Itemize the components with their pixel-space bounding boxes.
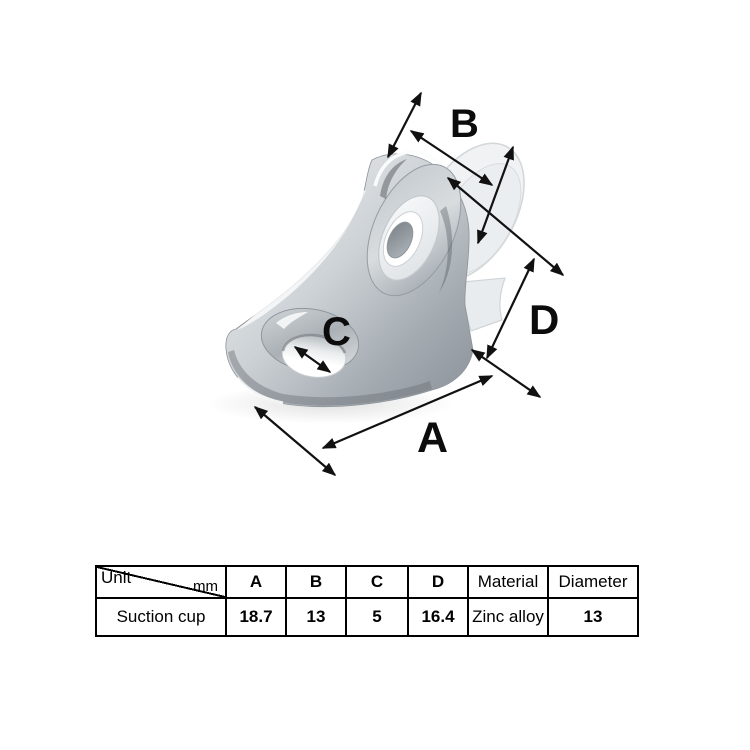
- col-header-c: C: [345, 565, 409, 599]
- value-material: Zinc alloy: [467, 597, 549, 637]
- col-header-d: D: [407, 565, 469, 599]
- value-b: 13: [285, 597, 347, 637]
- dim-arrow-edge-bottom-left: [253, 406, 337, 476]
- bevel-sparkle: [276, 312, 308, 329]
- dim-arrow-d: [486, 257, 535, 360]
- value-a: 18.7: [225, 597, 287, 637]
- dim-label-d: D: [529, 296, 560, 343]
- bracket-body: [225, 150, 474, 408]
- dim-label-b: B: [450, 102, 479, 146]
- bracket-diagram-svg: [205, 91, 565, 476]
- dim-label-a: A: [417, 414, 449, 462]
- unit-label: Unit: [101, 568, 132, 587]
- col-header-b: B: [285, 565, 347, 599]
- unit-value: mm: [193, 578, 218, 595]
- dim-arrow-corner-bottom-right: [470, 349, 542, 398]
- grommet-bore: [386, 221, 414, 259]
- hole-lip-shadow: [281, 333, 347, 354]
- col-header-material: Material: [467, 565, 549, 599]
- col-header-diameter: Diameter: [547, 565, 639, 599]
- unit-cell: Unit mm: [95, 565, 227, 599]
- value-diameter: 13: [547, 597, 639, 637]
- spec-table: Unit mm A B C D Material Diameter Suctio…: [95, 565, 639, 637]
- dimension-arrows: [253, 91, 565, 476]
- value-c: 5: [345, 597, 409, 637]
- value-d: 16.4: [407, 597, 469, 637]
- dim-arrow-suction-diameter: [446, 177, 565, 276]
- spec-table-value-row: Suction cup 18.7 13 5 16.4 Zinc alloy 13: [95, 597, 639, 637]
- dim-arrow-c: [293, 346, 332, 373]
- dim-label-c: C: [322, 310, 351, 354]
- spec-table-header-row: Unit mm A B C D Material Diameter: [95, 565, 639, 599]
- col-header-a: A: [225, 565, 287, 599]
- row-header-suction-cup: Suction cup: [95, 597, 227, 637]
- dim-arrow-edge-top-left: [387, 91, 422, 159]
- bracket-figure: B D A C: [205, 91, 565, 476]
- base-edge-highlight: [235, 377, 284, 405]
- dim-arrow-a: [321, 374, 494, 450]
- grommet: [378, 195, 440, 281]
- disc-shadow-upper: [380, 159, 407, 199]
